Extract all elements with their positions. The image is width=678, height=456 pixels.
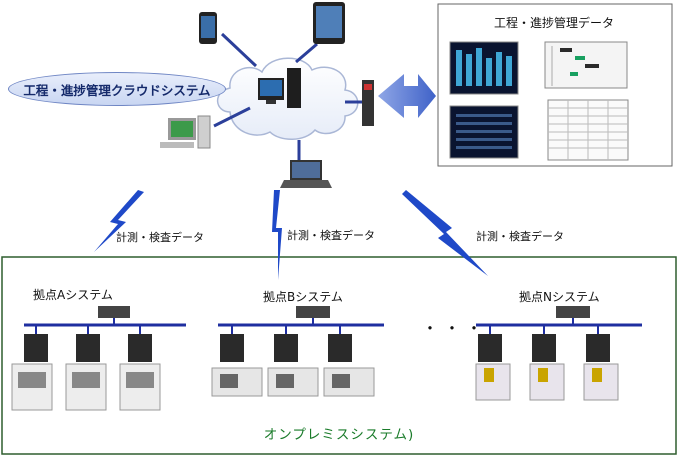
data-panel-title: 工程・進捗管理データ xyxy=(493,16,614,30)
server-pc-icon xyxy=(258,68,301,108)
screen-thumbnail-4 xyxy=(547,99,629,161)
lightning-bolt-right xyxy=(402,190,488,276)
site-n-network xyxy=(475,306,642,401)
desktop-pc-icon xyxy=(160,115,211,149)
link-label-right: 計測・検査データ xyxy=(476,230,564,243)
site-a-label: 拠点Aシステム xyxy=(33,288,113,302)
smartphone-icon xyxy=(199,12,217,44)
screen-thumbnail-2 xyxy=(544,41,628,89)
site-n-label: 拠点Nシステム xyxy=(519,290,600,304)
link-label-middle: 計測・検査データ xyxy=(287,229,375,242)
screen-thumbnail-3 xyxy=(449,105,519,159)
screen-thumbnail-1 xyxy=(449,41,519,95)
more-sites-ellipsis: ・・・ xyxy=(422,319,489,338)
link-label-left: 計測・検査データ xyxy=(116,231,204,244)
cloud-system-title: 工程・進捗管理クラウドシステム xyxy=(8,72,226,106)
lightning-bolt-left xyxy=(94,190,144,252)
double-arrow xyxy=(378,74,436,118)
router-device-icon xyxy=(362,80,374,126)
tablet-icon xyxy=(313,2,345,44)
site-a-network xyxy=(11,306,186,411)
laptop-icon xyxy=(280,160,332,188)
lightning-bolt-middle xyxy=(272,190,282,280)
site-b-label: 拠点Bシステム xyxy=(263,290,343,304)
site-b-network xyxy=(211,306,384,397)
connection-lines xyxy=(213,32,362,160)
onprem-label: オンプレミスシステム) xyxy=(263,427,415,443)
